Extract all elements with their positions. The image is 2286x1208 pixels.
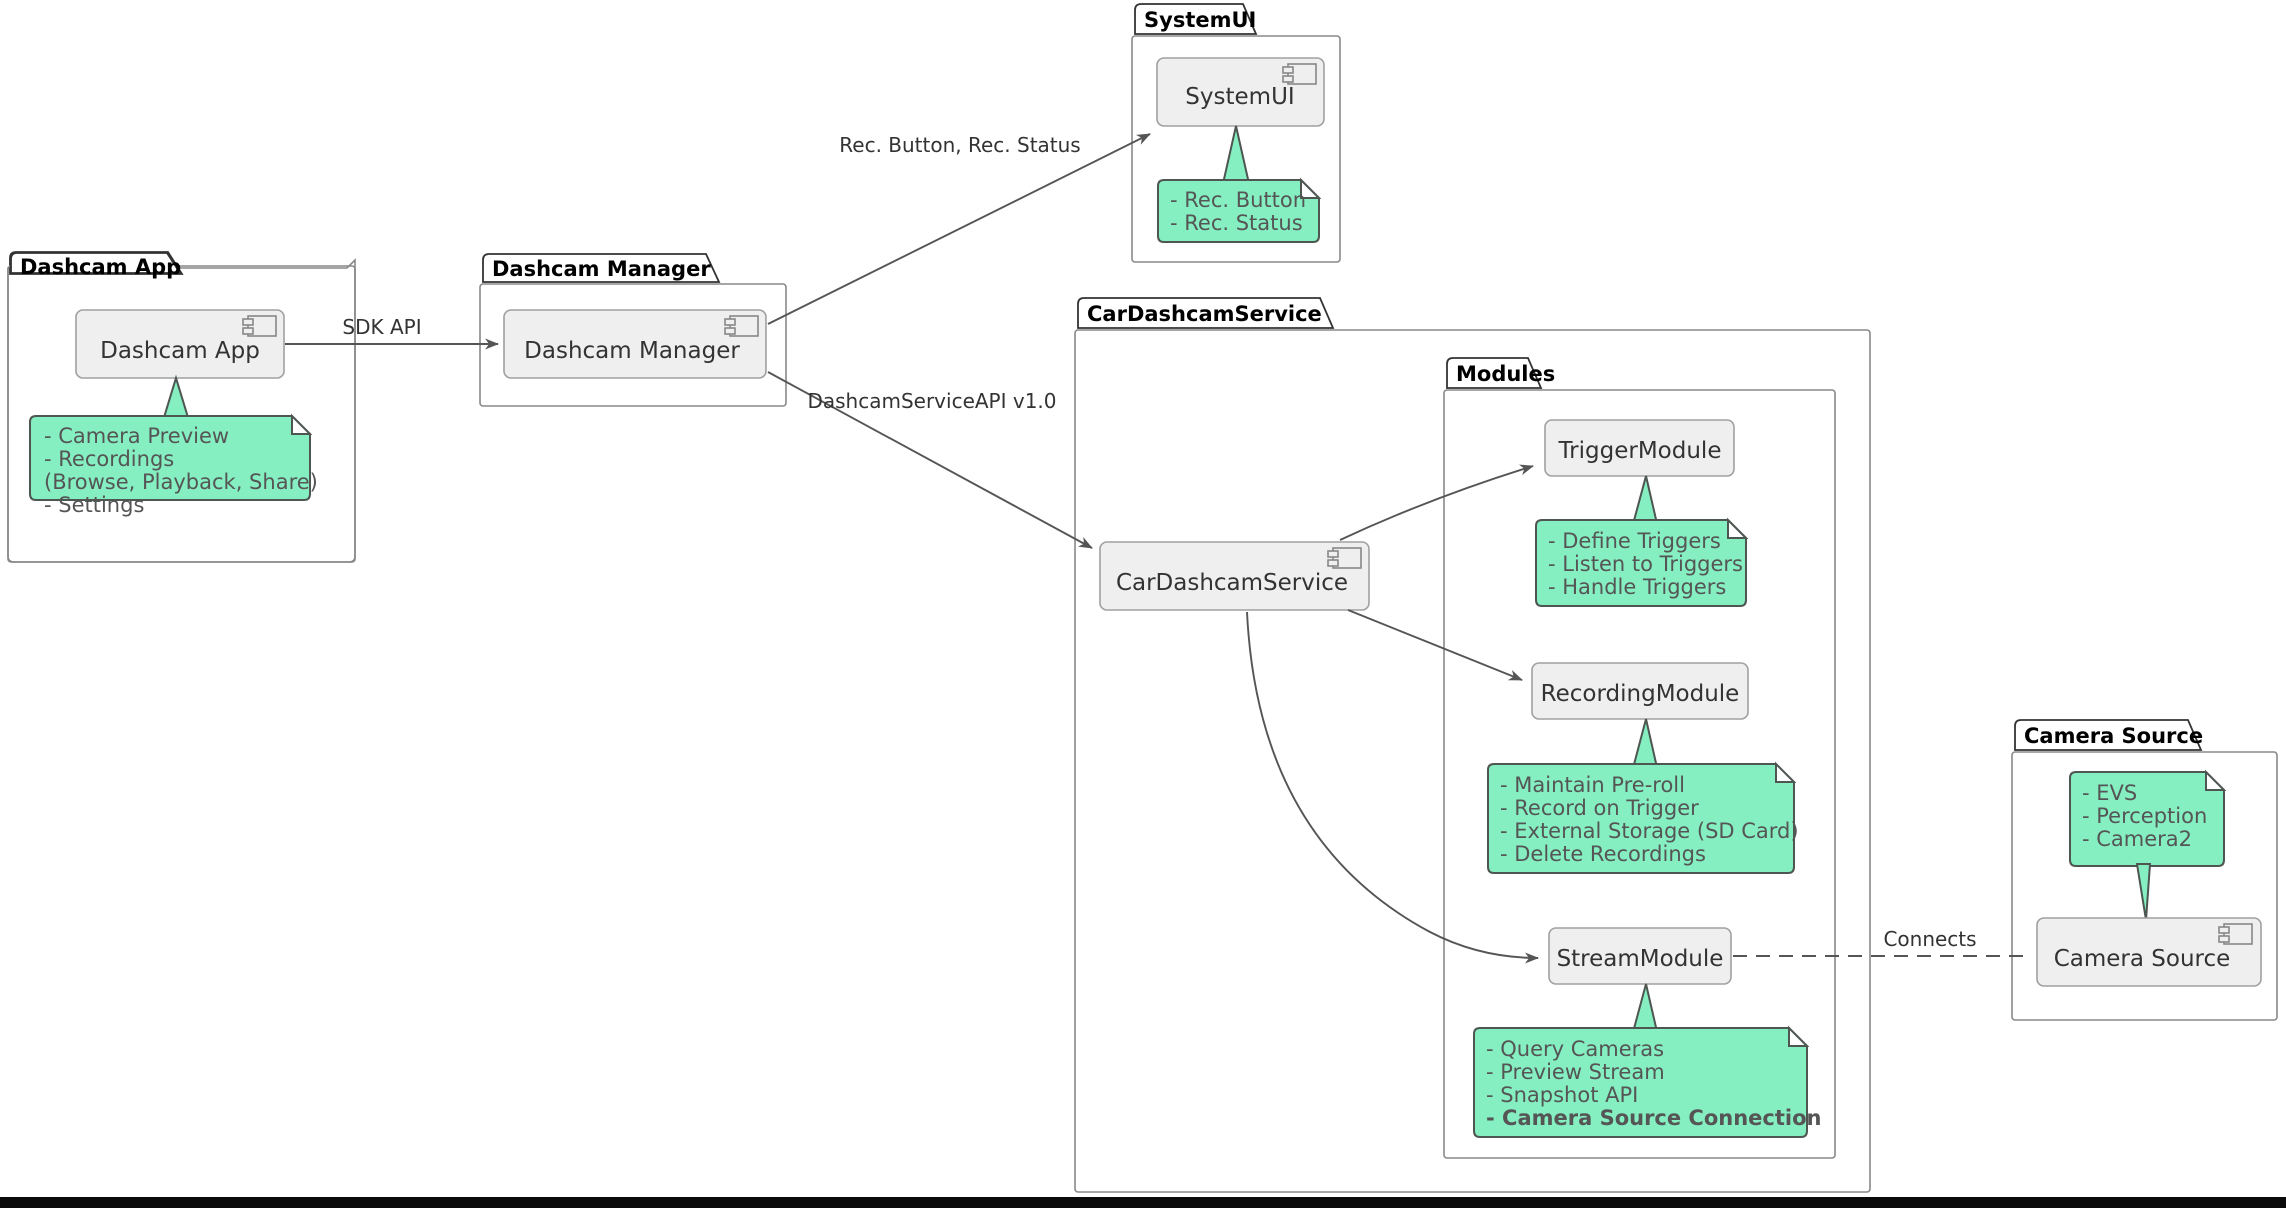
bottom-bar bbox=[0, 1197, 2286, 1208]
component-dashcam-manager[interactable]: Dashcam Manager bbox=[503, 309, 767, 379]
note-line: (Browse, Playback, Share) bbox=[44, 470, 318, 494]
edge-service-to-trigger bbox=[1339, 464, 1534, 541]
package-system-ui: SystemUI SystemUI - Rec. Button - Rec. S… bbox=[1131, 3, 1341, 263]
edge-label-dashcam-service-api: DashcamServiceAPI v1.0 bbox=[807, 389, 1056, 413]
edge-connects: Connects bbox=[1733, 927, 2032, 957]
note-camera-source: - EVS - Perception - Camera2 bbox=[2069, 769, 2227, 867]
component-recording-module[interactable]: RecordingModule bbox=[1531, 662, 1749, 720]
edge-rec-button-status: Rec. Button, Rec. Status bbox=[767, 133, 1151, 325]
package-dashcam-app: Dashcam App Dashcam App - Camera Preview bbox=[7, 251, 356, 563]
package-title-car-dashcam-service: CarDashcamService bbox=[1087, 302, 1322, 326]
component-label: TriggerModule bbox=[1558, 438, 1722, 464]
edge-dashcam-service-api: DashcamServiceAPI v1.0 bbox=[767, 371, 1093, 549]
component-trigger-module[interactable]: TriggerModule bbox=[1544, 419, 1735, 477]
note-line: - Rec. Button bbox=[1170, 188, 1306, 212]
note-line: - Handle Triggers bbox=[1548, 575, 1726, 599]
note-line-bold: - Camera Source Connection bbox=[1486, 1106, 1821, 1130]
component-camera-source[interactable]: Camera Source bbox=[2036, 917, 2262, 987]
note-line: - Recordings bbox=[44, 447, 174, 471]
component-label: CarDashcamService bbox=[1116, 570, 1348, 596]
component-label: Camera Source bbox=[2054, 946, 2231, 972]
note-system-ui: - Rec. Button - Rec. Status bbox=[1157, 177, 1322, 243]
package-title-camera-source: Camera Source bbox=[2024, 724, 2203, 748]
package-title-modules: Modules bbox=[1456, 362, 1555, 386]
note-line: - Snapshot API bbox=[1486, 1083, 1638, 1107]
note-line: - Define Triggers bbox=[1548, 529, 1721, 553]
note-dashcam-app: - Camera Preview - Recordings (Browse, P… bbox=[29, 413, 318, 517]
edge-label-connects: Connects bbox=[1883, 927, 1976, 951]
note-line: - EVS bbox=[2082, 781, 2137, 805]
note-line: - Query Cameras bbox=[1486, 1037, 1664, 1061]
note-line: - Settings bbox=[44, 493, 144, 517]
note-line: - Listen to Triggers bbox=[1548, 552, 1743, 576]
note-stream-module: - Query Cameras - Preview Stream - Snaps… bbox=[1473, 1025, 1821, 1138]
note-recording-module: - Maintain Pre-roll - Record on Trigger … bbox=[1487, 761, 1799, 874]
note-line: - Perception bbox=[2082, 804, 2207, 828]
edge-service-to-stream bbox=[1246, 611, 1539, 964]
edge-label-rec-button-status: Rec. Button, Rec. Status bbox=[839, 133, 1080, 157]
note-line: - Rec. Status bbox=[1170, 211, 1303, 235]
package-title-system-ui: SystemUI bbox=[1144, 8, 1256, 32]
component-label: SystemUI bbox=[1185, 84, 1294, 110]
uml-component-icon bbox=[724, 315, 759, 337]
uml-component-icon bbox=[1327, 547, 1362, 569]
package-modules: Modules TriggerModule - Define Triggers … bbox=[1443, 357, 1836, 1159]
note-line: - Camera2 bbox=[2082, 827, 2192, 851]
package-car-dashcam-service: CarDashcamService CarDashcamService Modu… bbox=[1074, 297, 1871, 1193]
note-line: - Preview Stream bbox=[1486, 1060, 1665, 1084]
uml-component-icon bbox=[1282, 63, 1317, 85]
note-line: - External Storage (SD Card) bbox=[1500, 819, 1799, 843]
edge-sdk-api: SDK API bbox=[285, 315, 499, 350]
component-label: Dashcam Manager bbox=[524, 338, 740, 364]
component-label: Dashcam App bbox=[100, 338, 260, 364]
component-car-dashcam-service[interactable]: CarDashcamService bbox=[1099, 541, 1370, 611]
package-title-dashcam-app: Dashcam App bbox=[20, 255, 181, 279]
note-trigger-module: - Define Triggers - Listen to Triggers -… bbox=[1535, 517, 1749, 607]
uml-component-icon bbox=[242, 315, 277, 337]
note-anchor bbox=[2135, 863, 2152, 921]
note-line: - Record on Trigger bbox=[1500, 796, 1699, 820]
uml-component-icon bbox=[2218, 923, 2253, 945]
component-label: RecordingModule bbox=[1541, 681, 1740, 707]
component-dashcam-app[interactable]: Dashcam App bbox=[75, 309, 285, 379]
note-line: - Camera Preview bbox=[44, 424, 229, 448]
package-dashcam-manager: Dashcam Manager Dashcam Manager bbox=[479, 253, 787, 407]
edge-label-sdk-api: SDK API bbox=[342, 315, 421, 339]
component-system-ui[interactable]: SystemUI bbox=[1156, 57, 1325, 127]
package-camera-source: Camera Source - EVS - Perception - Camer… bbox=[2011, 719, 2278, 1021]
component-label: StreamModule bbox=[1557, 946, 1724, 972]
note-line: - Maintain Pre-roll bbox=[1500, 773, 1685, 797]
note-line: - Delete Recordings bbox=[1500, 842, 1706, 866]
package-title-dashcam-manager: Dashcam Manager bbox=[492, 257, 711, 281]
edge-service-to-recording bbox=[1347, 609, 1523, 681]
component-stream-module[interactable]: StreamModule bbox=[1548, 927, 1732, 985]
